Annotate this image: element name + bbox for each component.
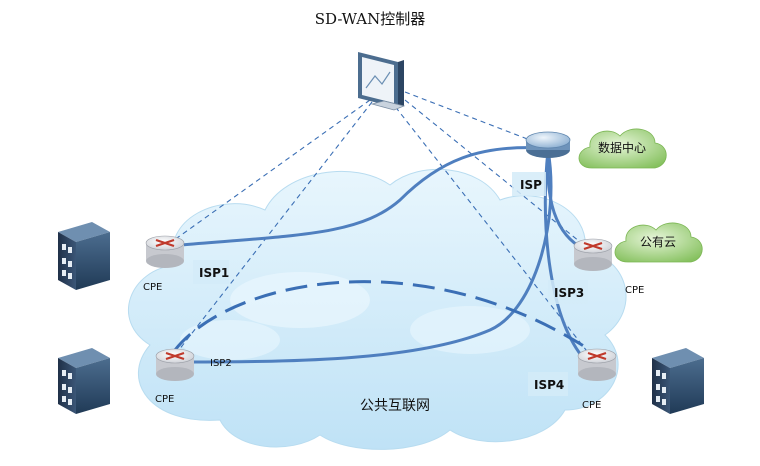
cpe-label-right-bottom: CPE: [582, 400, 601, 411]
cpe-label-right-top: CPE: [625, 285, 644, 296]
public-cloud-icon: [614, 222, 703, 263]
isp1-label: ISP1: [199, 266, 229, 280]
isp4-label: ISP4: [534, 378, 564, 392]
isp-core-label: ISP: [520, 178, 542, 192]
datacenter-cloud-icon: [578, 128, 667, 169]
public-cloud-label: 公有云: [640, 235, 676, 249]
cpe-label-left-bottom: CPE: [155, 394, 174, 405]
router-icon-right-bottom: [577, 348, 617, 381]
router-icon-left-bottom: [155, 348, 195, 381]
building-icon-left-top: [58, 222, 110, 290]
building-icon-left-bottom: [58, 348, 110, 414]
router-icon-left-top: [145, 235, 185, 268]
isp2-label: ISP2: [210, 358, 232, 369]
controller-title: SD-WAN控制器: [315, 10, 425, 28]
monitor-icon: [358, 52, 406, 111]
backup-link: [173, 280, 591, 352]
cloud-label: 公共互联网: [360, 398, 430, 414]
router-icon-right-top: [573, 238, 613, 271]
isp3-label: ISP3: [554, 286, 584, 300]
isp-core-router-icon: [525, 131, 571, 158]
cpe-label-left-top: CPE: [143, 282, 162, 293]
datacenter-label: 数据中心: [598, 140, 646, 155]
building-icon-right: [652, 348, 704, 414]
